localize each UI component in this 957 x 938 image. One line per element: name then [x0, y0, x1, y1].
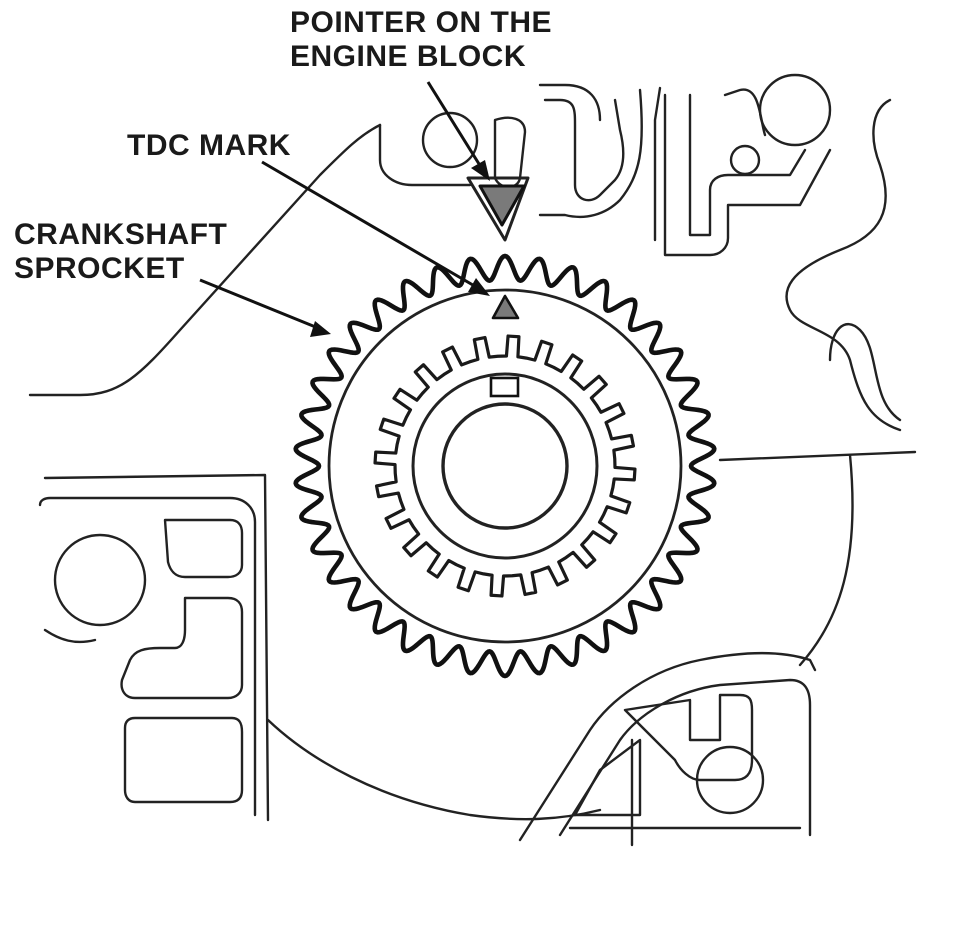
left-block-bolt: [53, 533, 147, 627]
pointer-label-line-1: POINTER ON THE: [290, 6, 553, 39]
tdc-leader-arrowhead: [468, 278, 490, 296]
bracket-edge: [723, 88, 767, 137]
pointer-label: POINTER ON THE ENGINE BLOCK: [290, 6, 552, 74]
left-block-outer: [43, 473, 270, 822]
sprocket-label-line-1: CRANKSHAFT: [14, 218, 228, 251]
left-block-frame: [38, 496, 257, 817]
sprocket-inner-spline: [373, 334, 637, 598]
tdc-mark-icon: [491, 294, 520, 320]
engine-block-pointer: [466, 176, 530, 242]
sprocket-rim: [327, 288, 683, 644]
bracket-bolt-large: [758, 73, 832, 147]
sprocket-outer-teeth: [293, 253, 717, 679]
upper-cavity: [543, 98, 625, 202]
pump-body-outer: [518, 652, 817, 842]
upper-wall: [653, 86, 662, 242]
engine-block-outline: [28, 73, 917, 847]
left-block-edge: [43, 628, 97, 644]
pump-left-window: [573, 738, 642, 817]
pointer-leader-line: [426, 81, 486, 173]
sprocket-label-line-2: SPROCKET: [14, 252, 185, 285]
sprocket-leader-line: [199, 278, 319, 330]
right-side-outline: [785, 98, 902, 432]
pump-bolt: [695, 745, 765, 815]
pointer-triangle-icon: [478, 184, 526, 227]
right-housing-line: [718, 450, 917, 462]
tdc-leader-line: [261, 160, 479, 290]
bracket-bolt-small: [729, 144, 761, 176]
bolt-boss-top: [421, 111, 479, 169]
left-block-window-2: [120, 596, 244, 700]
pointer-leader-arrowhead: [471, 160, 490, 181]
crankshaft-bore: [441, 402, 569, 530]
bracket-inner: [688, 93, 807, 237]
sprocket-hub-ring: [411, 372, 599, 560]
right-side-inner: [828, 323, 902, 422]
upper-cavity-right: [538, 88, 643, 219]
right-housing-curve: [798, 453, 854, 667]
pump-body-frame: [558, 678, 812, 837]
left-block-window-3: [123, 716, 244, 804]
housing-left-curve: [28, 123, 382, 397]
keyway: [489, 376, 520, 398]
pointer-housing: [466, 176, 530, 242]
upper-cavity-outer: [538, 83, 602, 122]
sprocket-leader-arrowhead: [310, 321, 331, 337]
tdc-mark-label: TDC MARK: [127, 129, 291, 162]
pump-window: [623, 693, 754, 782]
lower-housing-curve: [266, 718, 602, 821]
left-block-window-1: [163, 518, 244, 579]
housing-top-curve: [378, 123, 472, 187]
crankshaft-sprocket: [293, 253, 717, 679]
callout-leaders: [199, 81, 490, 337]
pointer-label-line-2: ENGINE BLOCK: [290, 40, 527, 73]
sprocket-label: CRANKSHAFT SPROCKET: [14, 218, 227, 286]
bracket-top-right: [663, 93, 832, 257]
